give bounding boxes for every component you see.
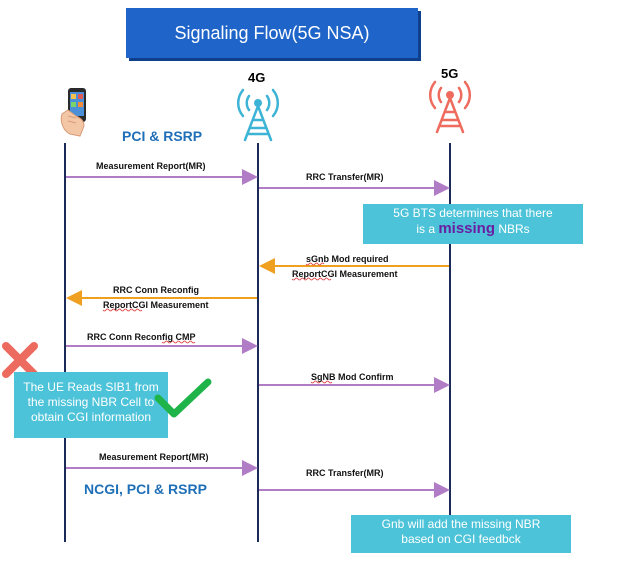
note-bts-prefix: is a (416, 222, 439, 236)
cross-icon (2, 342, 38, 378)
msg-sgnb-mod-required: sGnb Mod required (306, 254, 389, 264)
note-gnb-line1: Gnb will add the missing NBR (381, 517, 541, 531)
cell-tower-5g-icon (428, 80, 472, 134)
cell-tower-4g-icon (236, 88, 280, 142)
diagram-title: Signaling Flow(5G NSA) (126, 8, 418, 58)
msg-rrc-transfer-2: RRC Transfer(MR) (306, 468, 384, 478)
note-ue-line3: obtain CGI information (30, 410, 152, 424)
spellcheck-underline-reportcgi-2 (102, 308, 143, 312)
msg-rrc-transfer-1: RRC Transfer(MR) (306, 172, 384, 182)
note-gnb-add-missing-nbr: Gnb will add the missing NBR based on CG… (351, 515, 571, 553)
note-bts-line2: is a missing NBRs (363, 221, 583, 237)
note-5g-bts-missing-nbr: 5G BTS determines that there is a missin… (363, 204, 583, 244)
phone-in-hand-icon (60, 88, 86, 137)
note-ue-line1: The UE Reads SIB1 from (23, 380, 159, 394)
note-ue-reads-sib1: The UE Reads SIB1 from the missing NBR C… (14, 372, 168, 438)
msg-rrc-conn-reconfig: RRC Conn Reconfig (113, 285, 199, 295)
ncgi-pci-rsrp-label: NCGI, PCI & RSRP (84, 481, 207, 497)
check-icon (154, 378, 212, 418)
note-gnb-line2: based on CGI feedbck (401, 532, 521, 546)
msg-measurement-report-1: Measurement Report(MR) (96, 161, 206, 171)
spellcheck-underline-sgnb (305, 262, 325, 266)
spellcheck-underline-reconfig (161, 340, 196, 344)
msg-rrc-conn-reconfig-cmp: RRC Conn Reconfig CMP (87, 332, 196, 342)
msg-reportcgi-measurement-1: ReportCGI Measurement (292, 269, 398, 279)
spellcheck-underline-reportcgi-1 (291, 277, 332, 281)
msg-measurement-report-2: Measurement Report(MR) (99, 452, 209, 462)
node-label-5g: 5G (441, 66, 459, 81)
note-bts-line1: 5G BTS determines that there (393, 206, 553, 220)
msg-sgnb-mod-confirm: SgNB Mod Confirm (311, 372, 394, 382)
note-bts-suffix: NBRs (495, 222, 530, 236)
note-bts-highlight: missing (438, 220, 496, 237)
spellcheck-underline-sgnb-confirm (310, 380, 333, 384)
msg-reportcgi-measurement-2: ReportCGI Measurement (103, 300, 209, 310)
pci-rsrp-label: PCI & RSRP (122, 128, 203, 144)
node-label-4g: 4G (248, 70, 266, 85)
note-ue-line2: the missing NBR Cell to (27, 395, 155, 409)
